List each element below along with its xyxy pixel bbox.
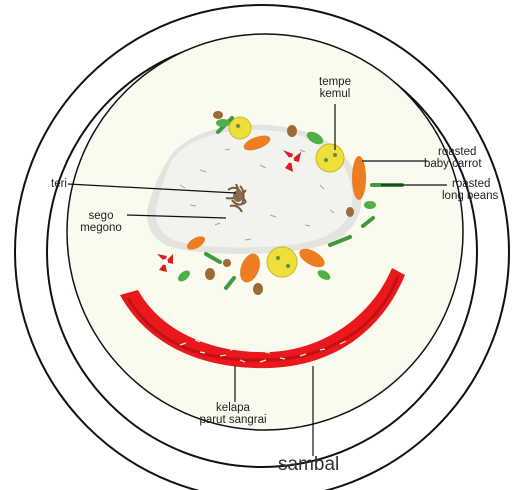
label-tempe-kemul: tempe kemul	[312, 76, 358, 100]
label-teri: teri	[51, 178, 67, 190]
label-sego-megono: sego megono	[72, 210, 130, 234]
label-roasted-long-beans: roasted long beans	[442, 178, 498, 202]
label-sambal: sambal	[278, 455, 339, 475]
label-kelapa-parut-sangrai: kelapa parut sangrai	[190, 402, 276, 426]
label-roasted-baby-carrot: roasted baby carrot	[424, 146, 482, 170]
